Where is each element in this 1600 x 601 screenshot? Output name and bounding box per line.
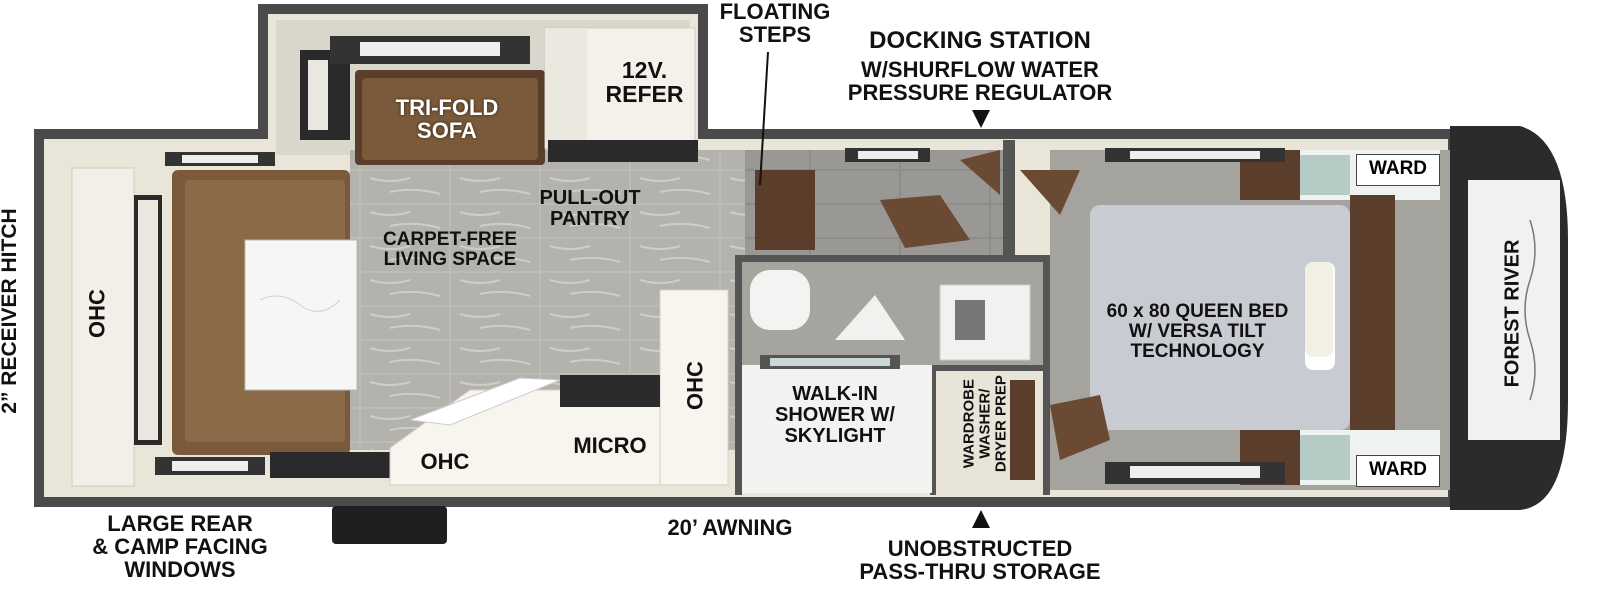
brand-logo-text: FOREST RIVER bbox=[1501, 239, 1524, 388]
microwave-label: MICRO bbox=[573, 433, 647, 458]
kitchen-counter bbox=[389, 289, 729, 486]
floating-steps-label: FLOATING STEPS bbox=[719, 0, 831, 48]
rear-ohc-label: OHC bbox=[84, 289, 110, 338]
interior-walls bbox=[735, 140, 1050, 495]
docking-station-title: DOCKING STATION bbox=[869, 27, 1091, 54]
rear-dinette bbox=[172, 170, 358, 455]
kitchen-ohc-vertical-label: OHC bbox=[682, 361, 708, 410]
wardrobe-top-label: WARD bbox=[1356, 154, 1440, 186]
bedroom bbox=[1020, 148, 1450, 490]
receiver-hitch-label: 2” RECEIVER HITCH bbox=[0, 208, 21, 414]
walk-in-shower-label: WALK-IN SHOWER W/ SKYLIGHT bbox=[775, 383, 895, 447]
carpet-free-label: CARPET-FREE LIVING SPACE bbox=[382, 229, 518, 270]
entry-step bbox=[332, 506, 447, 544]
awning-label: 20’ AWNING bbox=[667, 515, 793, 540]
steps-leader bbox=[759, 51, 769, 186]
docking-station-subtitle: W/SHURFLOW WATER PRESSURE REGULATOR bbox=[847, 57, 1113, 106]
wardrobe-bottom-label: WARD bbox=[1356, 455, 1440, 487]
tri-fold-sofa-label: TRI-FOLD SOFA bbox=[395, 95, 499, 144]
queen-bed-label: 60 x 80 QUEEN BED W/ VERSA TILT TECHNOLO… bbox=[1106, 301, 1289, 362]
kitchen-ohc-bottom-label: OHC bbox=[420, 449, 470, 474]
storage-arrow bbox=[972, 510, 990, 528]
refrigerator-label: 12V. REFER bbox=[605, 57, 684, 108]
floating-steps bbox=[755, 148, 1000, 250]
front-cap bbox=[1450, 126, 1568, 510]
pass-thru-storage-label: UNOBSTRUCTED PASS-THRU STORAGE bbox=[859, 536, 1101, 585]
docking-arrow bbox=[972, 110, 990, 128]
tri-fold-sofa bbox=[355, 70, 545, 165]
rear-windows-label: LARGE REAR & CAMP FACING WINDOWS bbox=[92, 511, 268, 583]
wardrobe-washer-label: WARDROBE WASHER/ DRYER PREP bbox=[960, 375, 1009, 473]
pull-out-pantry-label: PULL-OUT PANTRY bbox=[539, 187, 641, 230]
refrigerator bbox=[544, 27, 698, 162]
bathroom bbox=[742, 262, 1043, 493]
